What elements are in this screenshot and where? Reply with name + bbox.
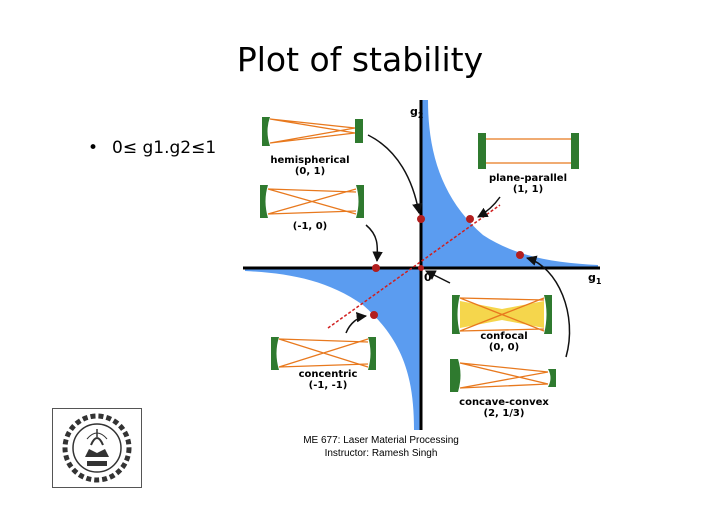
svg-text:(0, 0): (0, 0): [489, 342, 519, 353]
bullet-item: • 0≤ g1.g2≤1: [88, 138, 216, 158]
svg-text:(-1, 0): (-1, 0): [293, 221, 328, 232]
stable-region-lower: [245, 268, 421, 430]
point-concave-convex: [516, 251, 524, 259]
footer: ME 677: Laser Material Processing Instru…: [300, 434, 462, 460]
svg-text:confocal: confocal: [480, 331, 527, 342]
arrow-concentric: [345, 311, 368, 334]
slide-title: Plot of stability: [236, 40, 484, 79]
resonator-confocal: confocal (0, 0): [452, 295, 552, 353]
g2-axis-label: g2: [410, 105, 423, 120]
bullet-text: 0≤ g1.g2≤1: [112, 138, 217, 158]
resonator-minus1-0: (-1, 0): [260, 185, 364, 232]
bullet-dot: •: [88, 138, 99, 158]
resonator-concentric: concentric (-1, -1): [271, 337, 376, 391]
svg-text:hemispherical: hemispherical: [270, 155, 349, 166]
arrow-minus1-0: [365, 224, 383, 263]
resonator-concave-convex: concave-convex (2, 1/3): [450, 359, 556, 419]
footer-course: ME 677: Laser Material Processing: [303, 435, 459, 446]
svg-text:(0, 1): (0, 1): [295, 166, 325, 177]
svg-text:(-1, -1): (-1, -1): [309, 380, 348, 391]
arrow-plane-parallel: [477, 196, 501, 218]
svg-text:concentric: concentric: [299, 369, 358, 380]
svg-text:plane-parallel: plane-parallel: [489, 173, 567, 184]
g1-axis-label: g1: [588, 271, 602, 286]
point-minus1-0: [372, 264, 380, 272]
point-concentric: [370, 311, 378, 319]
svg-text:concave-convex: concave-convex: [459, 397, 549, 408]
footer-instructor: Instructor: Ramesh Singh: [324, 448, 438, 459]
arrow-concave-convex: [525, 255, 571, 358]
arrow-confocal: [425, 270, 451, 284]
resonator-plane-parallel: plane-parallel (1, 1): [478, 133, 579, 195]
point-hemispherical: [417, 215, 425, 223]
stable-region-upper: [421, 100, 598, 268]
diagonal-line: [327, 204, 501, 329]
point-confocal: [418, 265, 424, 271]
svg-text:(1, 1): (1, 1): [513, 184, 543, 195]
institute-logo: [52, 408, 142, 488]
stability-diagram: g2 g1 0 hemispherical (0, 1) plane-paral…: [243, 100, 602, 430]
arrow-hemispherical: [367, 134, 423, 215]
resonator-hemispherical: hemispherical (0, 1): [262, 117, 363, 177]
point-plane-parallel: [466, 215, 474, 223]
svg-text:(2, 1/3): (2, 1/3): [484, 408, 525, 419]
gear-emblem-icon: [62, 413, 132, 483]
